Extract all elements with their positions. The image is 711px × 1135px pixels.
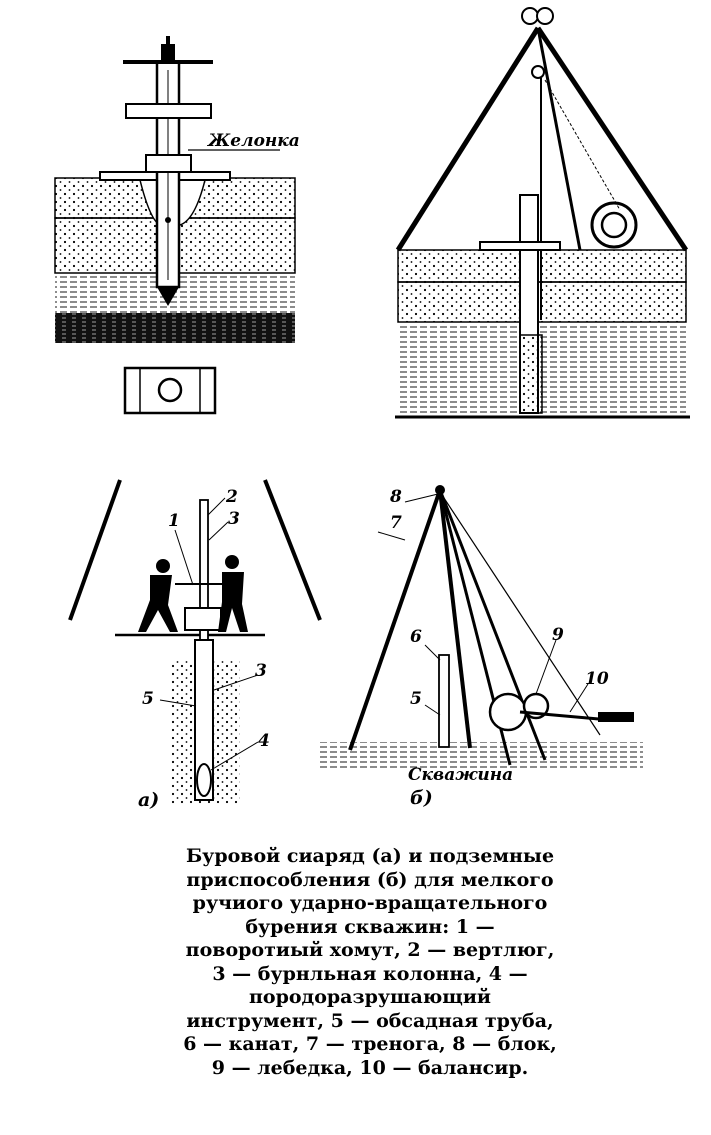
tripod-top-diagram xyxy=(395,7,690,419)
zhelonka-diagram: Желонка xyxy=(54,36,300,415)
callout-5: 5 xyxy=(142,689,154,709)
panel-label-b: б) xyxy=(410,787,433,809)
panel-label-a: а) xyxy=(138,789,159,811)
label-skvazhina: Скважина xyxy=(408,765,513,785)
callout-3: 3 xyxy=(228,509,240,529)
callout-9: 9 xyxy=(552,625,564,645)
dark-layer xyxy=(55,313,295,343)
callout-4: 4 xyxy=(258,731,270,751)
callout-3b: 3 xyxy=(255,661,267,681)
drilling-diagram: Желонка xyxy=(54,7,690,811)
callout-5-right: 5 xyxy=(410,689,422,709)
callout-10: 10 xyxy=(585,669,609,689)
callout-7: 7 xyxy=(390,513,402,533)
callout-8: 8 xyxy=(389,487,402,507)
callout-2: 2 xyxy=(225,487,238,507)
callout-6: 6 xyxy=(410,627,422,647)
panel-a-diagram: 1 2 3 3 5 4 а) xyxy=(68,479,322,811)
panel-b-diagram: 8 7 6 5 9 10 Скважина б) xyxy=(318,485,643,809)
label-zhelonka: Желонка xyxy=(206,131,300,151)
figure-caption: Буровой сиаряд (а) и подземные приспособ… xyxy=(183,845,557,1079)
callout-1: 1 xyxy=(168,511,180,531)
